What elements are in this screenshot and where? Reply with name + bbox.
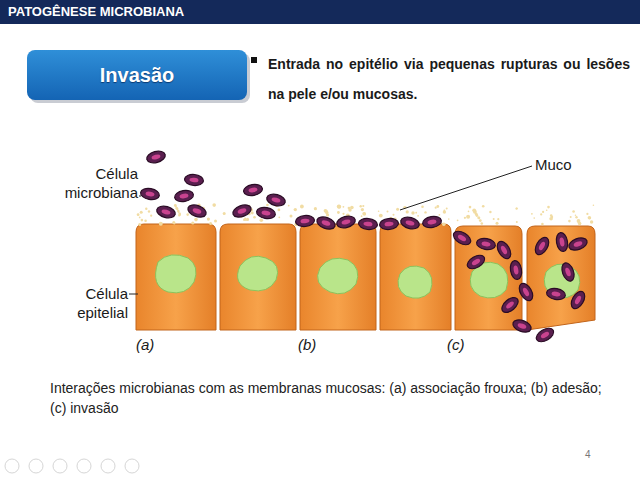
bullet-square — [251, 57, 257, 63]
part-label: Muco — [535, 156, 572, 173]
panel-letter: (b) — [298, 336, 316, 353]
player-controls — [5, 459, 139, 473]
topic-box: Invasão — [27, 50, 247, 100]
panel-letter: (a) — [136, 336, 154, 353]
topic-title: Invasão — [100, 64, 174, 87]
epithelial-cells — [136, 224, 595, 330]
panel-letter: (c) — [447, 336, 465, 353]
figure-caption: Interações microbianas com as membranas … — [50, 378, 605, 418]
part-label: Célula epitelial — [66, 284, 128, 322]
header-bar — [0, 0, 640, 24]
microbes — [140, 149, 589, 344]
part-label: Célula microbiana — [46, 164, 138, 202]
cell-nuclei — [156, 255, 580, 298]
page-number: 4 — [585, 449, 591, 460]
slide-title: PATOGÊNESE MICROBIANA — [8, 4, 184, 19]
leader-lines — [129, 166, 532, 294]
bullet-text: Entrada no epitélio via pequenas ruptura… — [268, 49, 630, 109]
